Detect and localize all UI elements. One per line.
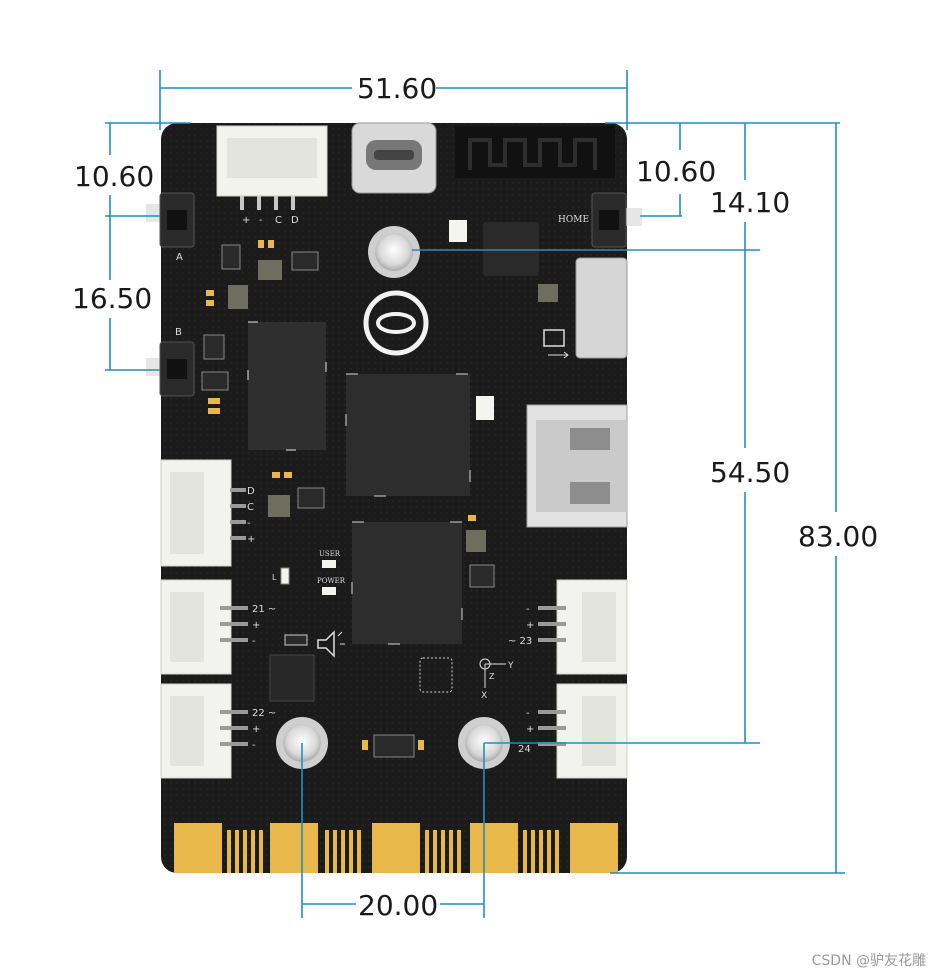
chip-main-processor xyxy=(345,373,471,497)
dim-board-height: 83.00 xyxy=(798,520,878,553)
left-pin-minus: - xyxy=(247,518,251,529)
top-pin-d: D xyxy=(291,215,299,226)
port-21-label: 21 ~ xyxy=(252,604,276,615)
axis-icon xyxy=(479,658,506,688)
button-a[interactable] xyxy=(146,192,195,248)
dim-a-to-b: 16.50 xyxy=(72,282,152,315)
port-23-plus: + xyxy=(526,620,534,631)
usb-a-port xyxy=(526,404,628,528)
port-22-label: 22 ~ xyxy=(252,708,276,719)
left-pin-d: D xyxy=(247,486,255,497)
watermark: CSDN @驴友花雕 xyxy=(811,953,926,969)
edge-connector xyxy=(174,823,618,873)
button-home[interactable] xyxy=(591,192,642,248)
port-24-label: 24 xyxy=(518,744,531,755)
port-24-plus: + xyxy=(526,724,534,735)
smd-components xyxy=(201,220,558,758)
port-24-minus: - xyxy=(526,708,530,719)
port-21-minus: - xyxy=(252,636,256,647)
top-pin-c: C xyxy=(275,215,282,226)
top-pin-plus: + xyxy=(242,215,250,226)
buzzer-icon xyxy=(317,630,345,658)
dim-lower-hole-spacing: 20.00 xyxy=(358,889,438,922)
axis-z-label: Z xyxy=(489,672,495,681)
port-23-minus: - xyxy=(526,604,530,615)
button-a-label: A xyxy=(176,252,183,263)
dim-board-width: 51.60 xyxy=(357,72,437,105)
usb-c-port xyxy=(351,122,437,194)
microsd-slot xyxy=(575,257,628,359)
port-24 xyxy=(538,683,628,779)
mounting-hole-upper xyxy=(368,226,420,278)
left-pin-plus: + xyxy=(247,534,255,545)
port-23-label: ~ 23 xyxy=(508,636,532,647)
axis-y-label: Y xyxy=(507,661,514,671)
top-pin-minus: - xyxy=(259,215,263,226)
chip-memory xyxy=(351,521,463,645)
port-22 xyxy=(160,683,248,779)
dim-top-to-upper-hole: 14.10 xyxy=(710,186,790,219)
led-markers xyxy=(280,560,336,595)
led-l-label: L xyxy=(272,573,277,582)
led-power-label: POWER xyxy=(317,577,346,585)
port-21-plus: + xyxy=(252,620,260,631)
chip-left xyxy=(247,321,327,451)
port-22-plus: + xyxy=(252,724,260,735)
button-b-label: B xyxy=(175,327,182,338)
dim-hole-to-hole-vertical: 54.50 xyxy=(710,456,790,489)
port-22-minus: - xyxy=(252,740,256,751)
left-pin-c: C xyxy=(247,502,254,513)
board-logo xyxy=(363,290,429,356)
axis-x-label: X xyxy=(481,691,487,701)
button-home-label: HOME xyxy=(558,215,589,225)
dim-left-edge-to-a: 10.60 xyxy=(74,160,154,193)
top-jst-connector xyxy=(216,125,328,210)
dim-right-edge-to-home: 10.60 xyxy=(636,155,716,188)
led-user-label: USER xyxy=(319,550,341,558)
chip-small-square xyxy=(269,222,539,702)
wifi-antenna xyxy=(455,126,615,178)
port-21 xyxy=(160,579,248,675)
dimension-lines xyxy=(105,70,845,918)
left-port-dc xyxy=(160,459,246,567)
button-b[interactable] xyxy=(146,341,195,397)
port-23 xyxy=(538,579,628,675)
microsd-icon xyxy=(543,329,569,359)
